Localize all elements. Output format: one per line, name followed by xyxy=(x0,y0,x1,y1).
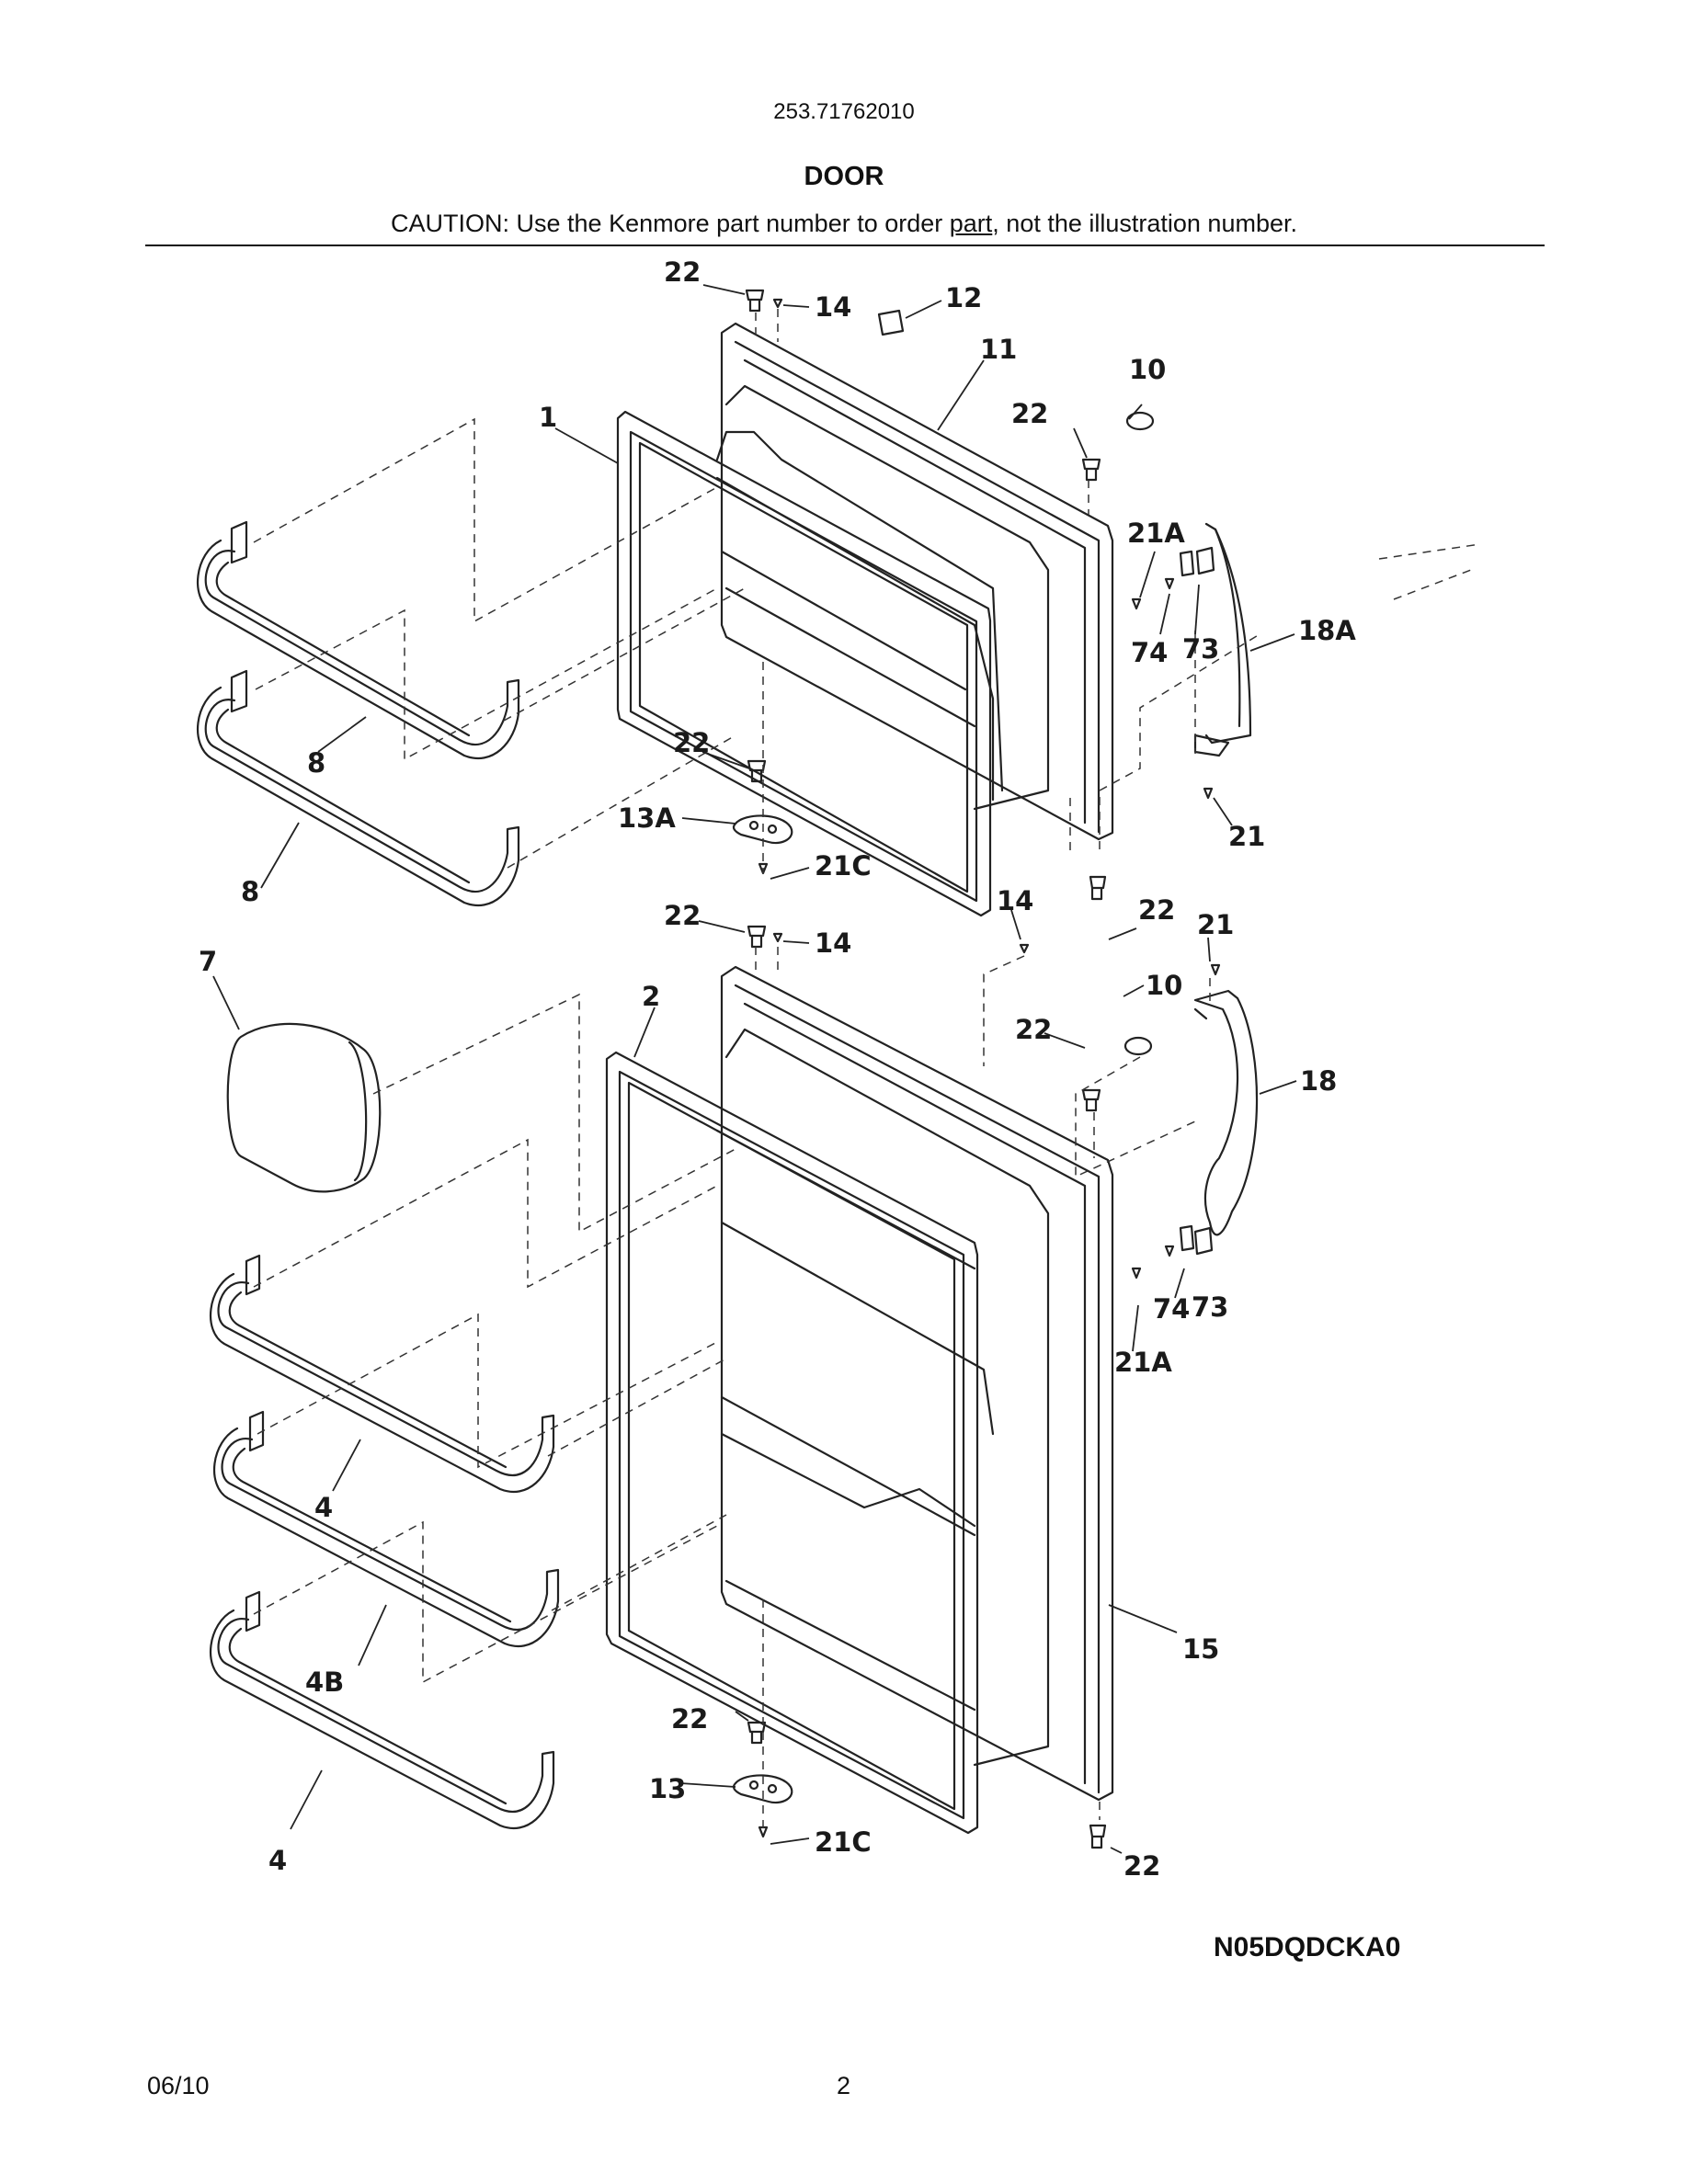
hardware-screws xyxy=(745,289,1221,1849)
model-number: 253.71762010 xyxy=(773,99,915,124)
callout-label: 22 xyxy=(1138,894,1175,926)
callout-labels: 22 14 12 11 10 1 22 21A 18A 74 73 8 22 1… xyxy=(199,256,1356,1882)
hinge-13 xyxy=(732,1774,793,1804)
callout-label: 74 xyxy=(1131,637,1168,668)
callout-label: 18 xyxy=(1300,1065,1337,1097)
shelf-4-upper xyxy=(210,1254,555,1493)
callout-label: 22 xyxy=(664,900,701,931)
callout-label: 8 xyxy=(307,747,325,779)
caution-link-word: part xyxy=(949,210,993,237)
callout-label: 4B xyxy=(305,1666,344,1698)
assembly-guide-lines xyxy=(253,309,1481,1829)
caution-text-end: , not the illustration number. xyxy=(992,210,1297,237)
callout-label: 21A xyxy=(1114,1347,1172,1378)
callout-label: 22 xyxy=(673,727,710,758)
shelf-8-lower xyxy=(197,669,520,907)
caution-note: CAUTION: Use the Kenmore part number to … xyxy=(0,210,1688,238)
fresh-food-door-outer-panel xyxy=(720,965,1114,1802)
callout-label: 22 xyxy=(1015,1014,1052,1045)
fresh-food-door-gasket xyxy=(605,1051,979,1835)
caution-text: CAUTION: Use the Kenmore part number to … xyxy=(391,210,950,237)
freezer-door-inner-liner xyxy=(715,384,1050,811)
callout-label: 22 xyxy=(671,1703,708,1735)
callout-label: 4 xyxy=(268,1845,287,1876)
callout-label: 14 xyxy=(815,291,851,323)
callout-label: 15 xyxy=(1182,1633,1219,1665)
callout-label: 1 xyxy=(539,402,557,433)
callout-label: 14 xyxy=(997,885,1033,916)
shelf-4b xyxy=(213,1410,560,1647)
page-number: 2 xyxy=(837,2072,851,2099)
callout-label: 21 xyxy=(1228,821,1265,852)
callout-label: 14 xyxy=(815,927,851,959)
fresh-food-handle-18 xyxy=(1193,989,1259,1256)
callout-label: 22 xyxy=(1011,398,1048,429)
callout-label: 21C xyxy=(815,850,872,882)
callout-label: 12 xyxy=(945,282,982,313)
revision-date: 06/10 xyxy=(147,2072,210,2099)
callout-label: 13A xyxy=(618,802,676,834)
callout-label: 4 xyxy=(314,1492,333,1523)
callout-label: 21A xyxy=(1127,518,1185,549)
callout-label: 18A xyxy=(1298,615,1356,646)
callout-label: 8 xyxy=(241,876,259,907)
dairy-door-cover xyxy=(226,1022,382,1193)
section-title: DOOR xyxy=(804,162,884,191)
shelf-4-lower xyxy=(210,1590,555,1829)
freezer-door-gasket xyxy=(616,410,992,917)
callout-label: 2 xyxy=(642,981,660,1012)
diagram-code: N05DQDCKA0 xyxy=(1214,1932,1401,1962)
callout-label: 74 xyxy=(1153,1293,1190,1325)
callout-label: 21 xyxy=(1197,909,1234,940)
callout-leaders xyxy=(212,284,1297,1854)
hinge-13a xyxy=(732,814,793,845)
freezer-door-outer-panel xyxy=(720,322,1114,841)
callout-label: 13 xyxy=(649,1773,686,1804)
callout-label: 10 xyxy=(1146,970,1182,1001)
freezer-handle-18a xyxy=(1193,522,1252,757)
callout-label: 73 xyxy=(1182,633,1219,665)
header-rule xyxy=(145,245,1545,246)
callout-label: 73 xyxy=(1192,1291,1228,1323)
callout-label: 7 xyxy=(199,946,217,977)
hole-plugs xyxy=(877,309,1155,1056)
callout-label: 11 xyxy=(980,334,1017,365)
callout-label: 22 xyxy=(664,256,701,288)
callout-label: 22 xyxy=(1123,1850,1160,1882)
callout-label: 10 xyxy=(1129,354,1166,385)
callout-label: 21C xyxy=(815,1826,872,1858)
